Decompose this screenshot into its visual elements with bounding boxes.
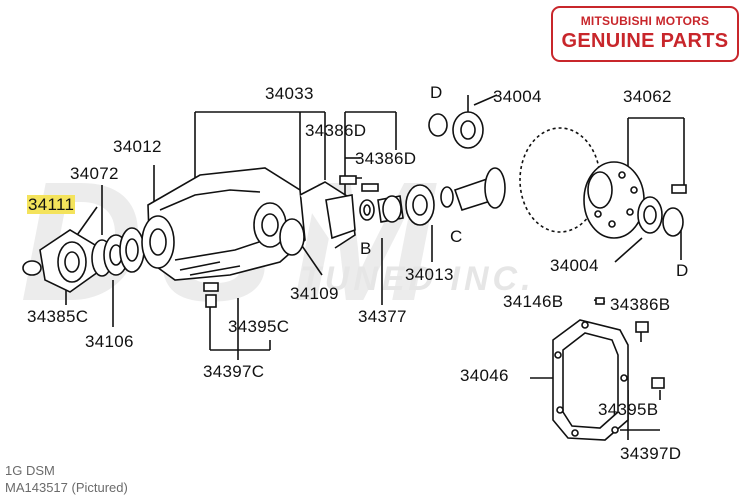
label-34395b: 34395B: [598, 400, 659, 419]
label-34397d: 34397D: [620, 444, 682, 463]
label-34386d-2: 34386D: [355, 149, 417, 168]
label-34386d-1: 34386D: [305, 121, 367, 140]
label-34004-right: 34004: [550, 256, 599, 275]
label-34397c: 34397C: [203, 362, 265, 381]
label-34013: 34013: [405, 265, 454, 284]
label-34111-text: 34111: [27, 195, 76, 214]
label-34033: 34033: [265, 84, 314, 103]
label-34146b: 34146B: [503, 292, 564, 311]
label-34062: 34062: [623, 87, 672, 106]
genuine-parts-badge: MITSUBISHI MOTORS GENUINE PARTS: [551, 6, 739, 62]
label-34106: 34106: [85, 332, 134, 351]
label-letter-d-right: D: [676, 261, 689, 280]
label-34395c: 34395C: [228, 317, 290, 336]
footer-part: MA143517 (Pictured): [5, 480, 128, 495]
footer-model: 1G DSM: [5, 463, 55, 478]
brand-line-2: GENUINE PARTS: [561, 30, 729, 52]
label-letter-d-top: D: [430, 83, 443, 102]
label-34046: 34046: [460, 366, 509, 385]
label-34004-top: 34004: [493, 87, 542, 106]
label-34012: 34012: [113, 137, 162, 156]
label-letter-c: C: [450, 227, 463, 246]
label-34072: 34072: [70, 164, 119, 183]
label-letter-b: B: [360, 239, 372, 258]
label-34109: 34109: [290, 284, 339, 303]
svg-text:TUNED INC.: TUNED INC.: [300, 260, 535, 298]
brand-line-1: MITSUBISHI MOTORS: [580, 14, 710, 28]
label-34111: 34111: [27, 195, 76, 214]
label-34377: 34377: [358, 307, 407, 326]
label-34385c: 34385C: [27, 307, 89, 326]
label-34386b: 34386B: [610, 295, 671, 314]
